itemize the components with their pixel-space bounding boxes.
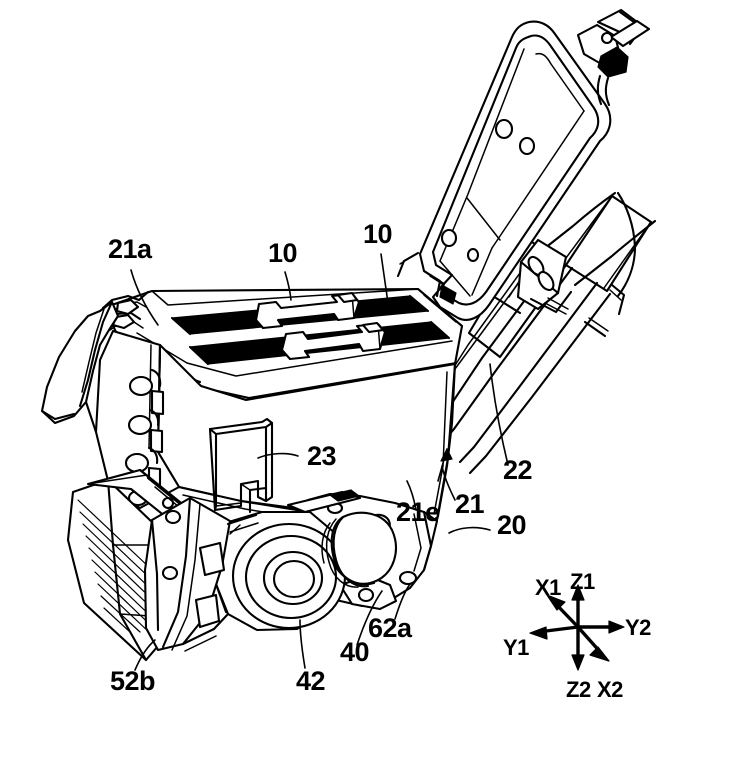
axis-label-x1: X1 [535,575,561,600]
ref-label-21: 21 [455,489,485,519]
ref-label-52b: 52b [110,666,155,696]
ref-label-42: 42 [296,666,325,696]
ref-label-40: 40 [340,637,369,667]
leader-lines [130,253,509,671]
lid-latch-detail [576,8,651,107]
ref-label-21a: 21a [108,234,153,264]
ref-label-62a: 62a [368,613,413,643]
axis-label-y1: Y1 [503,635,529,660]
reference-numerals: 21a 10 10 23 21e 21 22 20 62a 40 42 52b [108,219,533,696]
axis-label-z2: Z2 [566,677,591,702]
engine-top-cover [101,287,464,402]
ref-label-21e: 21e [396,497,440,527]
open-lid-panel [396,20,612,321]
axis-label-z1: Z1 [570,569,595,594]
axis-label-x2: X2 [597,677,623,702]
pulley-assembly [212,510,347,632]
shaft-boss [321,511,397,588]
ref-label-22: 22 [503,455,532,485]
coordinate-axis-indicator: Z1 Z2 Y2 Y1 X1 X2 [503,569,652,702]
ref-label-10-right: 10 [363,219,392,249]
ref-label-10-left: 10 [268,238,297,268]
ref-label-23: 23 [307,441,337,471]
axis-label-y2: Y2 [625,615,651,640]
ref-label-20: 20 [497,510,526,540]
lower-housing [143,496,259,652]
